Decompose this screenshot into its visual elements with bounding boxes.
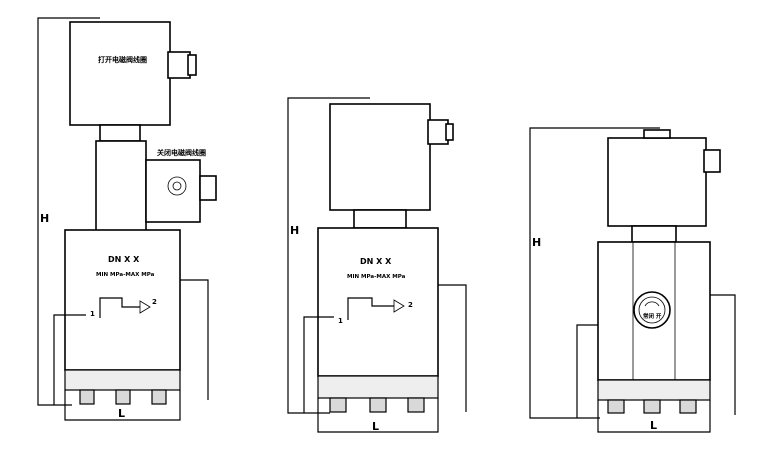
- spec-label: MIN MPa-MAX MPa: [347, 274, 406, 280]
- neck: [99, 124, 141, 142]
- neck: [631, 225, 677, 243]
- coil: [329, 103, 431, 211]
- open-coil-label: 打开电磁阀线圈: [98, 55, 147, 64]
- port-1: [79, 389, 95, 405]
- coil: [607, 137, 707, 227]
- open-coil-connector: [167, 51, 191, 79]
- port-out-label: 2: [152, 298, 157, 306]
- length-dimension: [317, 398, 439, 433]
- port-2: [643, 399, 661, 414]
- port-3: [151, 389, 167, 405]
- coil-plug: [445, 123, 454, 141]
- height-label: H: [290, 224, 299, 237]
- port-in-label: 1: [90, 310, 95, 318]
- length-dimension: [597, 400, 711, 433]
- height-label: H: [40, 212, 49, 225]
- flow-arrow: [347, 297, 394, 320]
- view-side: H 常闭 开 L: [529, 127, 736, 433]
- close-coil: [145, 159, 201, 223]
- valve-base: [317, 375, 439, 399]
- length-label: L: [650, 419, 657, 432]
- port-3: [679, 399, 697, 414]
- stem-tube: [95, 140, 147, 232]
- model-label: DN X X: [108, 255, 140, 264]
- height-dimension-line: [37, 17, 100, 406]
- neck: [353, 209, 407, 229]
- height-dimension-line: [529, 127, 660, 419]
- view-single-coil: H DN X X MIN MPa-MAX MPa 1 2 L: [287, 97, 467, 433]
- port-3: [407, 397, 425, 413]
- height-label: H: [532, 236, 541, 249]
- open-coil-plug: [187, 54, 197, 76]
- height-dimension-line: [287, 97, 370, 414]
- port-1: [607, 399, 625, 414]
- indicator-label: 常闭 开: [643, 312, 662, 320]
- port-1: [329, 397, 347, 413]
- port-2: [369, 397, 387, 413]
- port-out-label: 2: [408, 301, 413, 309]
- valve-body: [317, 227, 439, 377]
- open-coil: [69, 21, 171, 126]
- coil-connector: [703, 149, 721, 173]
- length-label: L: [372, 420, 379, 433]
- length-label: L: [118, 407, 125, 420]
- indicator-arrow-icon: [644, 301, 660, 307]
- close-coil-connector: [199, 175, 217, 201]
- spec-label: MIN MPa-MAX MPa: [96, 272, 155, 278]
- close-coil-label: 关闭电磁阀线圈: [157, 148, 206, 157]
- coil-connector: [427, 119, 449, 145]
- close-coil-nut: [167, 176, 187, 196]
- valve-base: [64, 369, 181, 391]
- length-dimension: [64, 390, 181, 421]
- view-dual-coil: H 打开电磁阀线圈 关闭电磁阀线圈 DN X X MIN MPa-MAX MPa…: [37, 17, 217, 421]
- model-label: DN X X: [360, 257, 392, 266]
- port-in-label: 1: [338, 317, 343, 325]
- port-2: [115, 389, 131, 405]
- valve-base: [597, 379, 711, 401]
- flow-arrow: [99, 297, 140, 318]
